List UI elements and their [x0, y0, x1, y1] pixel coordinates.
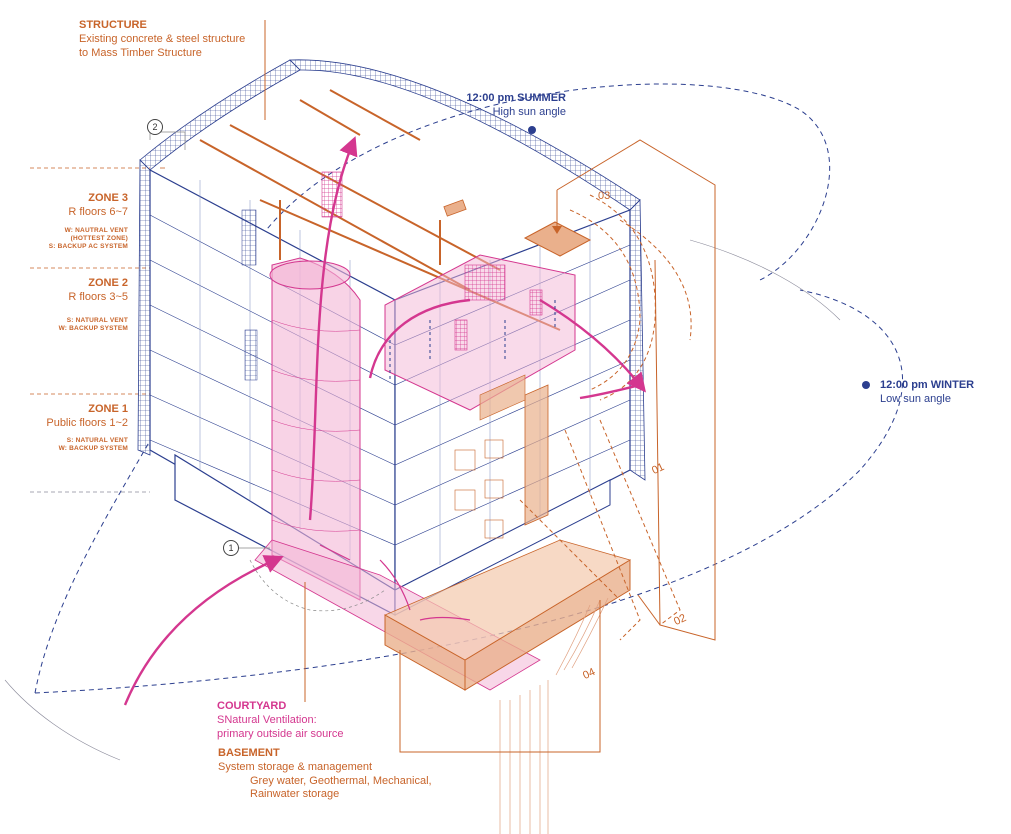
zone1-label: ZONE 1 Public floors 1~2 S: NATURAL VENT…	[20, 403, 128, 453]
winter-sub: Low sun angle	[880, 392, 951, 405]
zone2-note1: S: NATURAL VENT	[66, 316, 128, 324]
zone1-title: ZONE 1	[88, 403, 128, 415]
sun-path-summer	[34, 83, 831, 694]
zone2-title: ZONE 2	[88, 277, 128, 289]
basement-label: BASEMENT System storage & management Gre…	[218, 747, 432, 802]
sun-path-winter	[34, 289, 903, 694]
zone1-sub: Public floors 1~2	[46, 416, 128, 429]
basement-line3: Rainwater storage	[250, 788, 340, 801]
airflow-minor	[319, 544, 471, 621]
zone3-title: ZONE 3	[88, 192, 128, 204]
zone3-note3: S: BACKUP AC SYSTEM	[48, 242, 128, 250]
basement-line1: System storage & management	[218, 760, 373, 773]
marker-03: 03	[598, 190, 611, 202]
zone2-note2: W: BACKUP SYSTEM	[58, 324, 128, 332]
winter-title: 12:00 pm WINTER	[880, 379, 975, 391]
winter-sun-dot	[862, 381, 870, 389]
zone-dividers	[30, 167, 150, 493]
summer-label: 12:00 pm SUMMER High sun angle	[420, 92, 566, 120]
geothermal-pipes	[499, 597, 609, 834]
horizon-line	[4, 239, 841, 761]
section-marker-1: 1	[223, 540, 239, 556]
summer-sub: High sun angle	[492, 105, 566, 118]
basement-line2: Grey water, Geothermal, Mechanical,	[250, 774, 432, 787]
facade-screens	[241, 171, 343, 381]
zone1-note2: W: BACKUP SYSTEM	[58, 444, 128, 452]
zone1-note1: S: NATURAL VENT	[66, 436, 128, 444]
zone2-label: ZONE 2 R floors 3~5 S: NATURAL VENT W: B…	[20, 277, 128, 333]
orange-ducts	[264, 20, 716, 753]
airflow-arrows	[123, 136, 646, 706]
courtyard-label: COURTYARD SNatural Ventilation: primary …	[217, 700, 344, 741]
courtyard-line2: primary outside air source	[217, 727, 344, 740]
summer-sun-dot	[528, 126, 536, 134]
structure-title: STRUCTURE	[79, 19, 147, 31]
section-marker-2: 2	[147, 119, 163, 135]
zone3-sub: R floors 6~7	[68, 205, 128, 218]
structure-line1: Existing concrete & steel structure	[79, 32, 246, 45]
summer-title: 12:00 pm SUMMER	[466, 92, 566, 104]
structure-line2: to Mass Timber Structure	[79, 46, 202, 59]
zone3-label: ZONE 3 R floors 6~7 W: NAUTRAL VENT (HOT…	[20, 192, 128, 251]
zone2-sub: R floors 3~5	[68, 290, 128, 303]
zone3-module	[384, 254, 576, 411]
structure-label: STRUCTURE Existing concrete & steel stru…	[79, 19, 245, 60]
courtyard-line1: SNatural Ventilation:	[217, 713, 317, 726]
zone3-note1: W: NAUTRAL VENT	[64, 226, 128, 234]
winter-label: 12:00 pm WINTER Low sun angle	[880, 379, 974, 407]
module-03	[443, 190, 592, 257]
basement-title: BASEMENT	[218, 747, 280, 759]
courtyard-title: COURTYARD	[217, 700, 287, 712]
orange-service-units	[454, 374, 549, 539]
air-circulation-dashed	[389, 300, 556, 380]
zone3-note2: (HOTTEST ZONE)	[70, 234, 128, 242]
basement-block	[384, 539, 631, 691]
